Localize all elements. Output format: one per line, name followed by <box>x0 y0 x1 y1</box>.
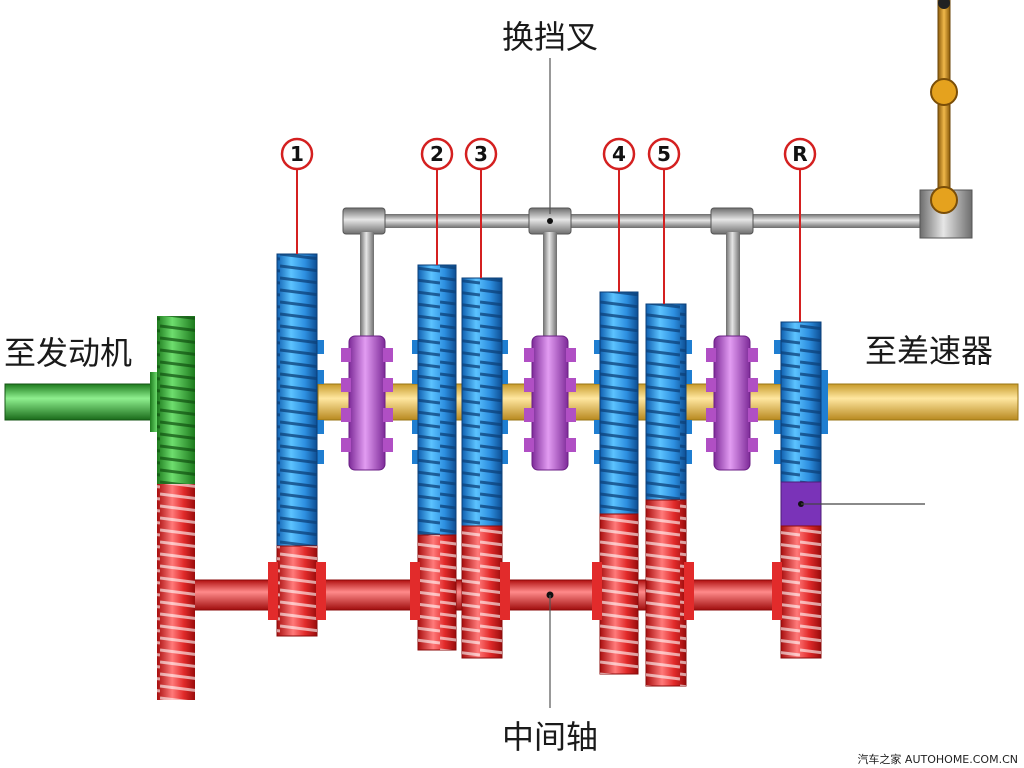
gear-marker-r-label: R <box>792 142 807 166</box>
to-differential-label: 至差速器 <box>865 332 993 370</box>
gear-3-countershaft-teeth <box>462 526 502 658</box>
gear-4-driven-teeth <box>600 292 638 514</box>
gear-3-driven-teeth <box>462 278 502 526</box>
gear-1-driven-teeth <box>277 254 317 546</box>
gear-2-pair <box>410 264 457 651</box>
gear-r-countershaft-teeth <box>781 526 821 658</box>
gear-marker-4-label: 4 <box>612 142 626 166</box>
gear-marker-5 <box>647 137 681 171</box>
fork-stem-middle <box>543 232 557 342</box>
rod-collar-left <box>342 207 386 235</box>
gear-marker-1-label: 1 <box>290 142 304 166</box>
gear-marker-2-label: 2 <box>430 142 444 166</box>
to-engine-label: 至发动机 <box>4 334 132 372</box>
gear-r-driven-teeth <box>781 322 821 482</box>
gear-2-countershaft-teeth <box>418 535 456 650</box>
fork-stem-left <box>360 232 374 342</box>
gear-1-pair <box>268 253 326 637</box>
gear-markers: 1 2 3 4 5 R <box>280 137 817 322</box>
rod-pivot-dot <box>547 218 553 224</box>
gear-5-countershaft-teeth <box>646 500 686 686</box>
lever-base-joint <box>930 186 958 214</box>
countershaft-label: 中间轴 <box>502 718 598 756</box>
input-drive-gear-teeth <box>157 316 195 484</box>
gear-r-set <box>772 321 925 659</box>
gear-5-driven-teeth <box>646 304 686 500</box>
rod-collar-right <box>710 207 754 235</box>
synchronizer-3-4 <box>524 335 576 471</box>
gear-marker-3 <box>464 137 498 171</box>
synchronizer-5-r <box>706 335 758 471</box>
gear-2-driven-teeth <box>418 265 456 535</box>
gear-marker-3-label: 3 <box>474 142 488 166</box>
watermark: 汽车之家 AUTOHOME.COM.CN <box>857 752 1018 766</box>
output-bearing <box>818 370 828 434</box>
input-gear-set <box>150 316 195 700</box>
shift-rod <box>345 214 930 228</box>
lever-top-knob <box>938 0 950 9</box>
synchronizer-1-2 <box>341 335 393 471</box>
gear-marker-r <box>783 137 817 171</box>
gear-5-pair <box>645 303 694 687</box>
synchronizers <box>341 335 758 471</box>
gear-marker-5-label: 5 <box>657 142 671 166</box>
lever-joint <box>930 78 958 106</box>
gear-marker-1 <box>280 137 314 171</box>
gear-4-pair <box>592 291 639 675</box>
lever-base-block <box>919 189 973 239</box>
shift-rod-assembly <box>342 0 973 342</box>
gear-marker-4 <box>602 137 636 171</box>
gear-1-countershaft-teeth <box>277 546 317 636</box>
gear-marker-2 <box>420 137 454 171</box>
gear-3-pair <box>461 277 510 659</box>
fork-stem-right <box>726 232 740 342</box>
shift-fork-label: 换挡叉 <box>502 18 598 56</box>
gear-4-countershaft-teeth <box>600 514 638 674</box>
countershaft-drive-gear-teeth <box>157 484 195 700</box>
input-shaft <box>4 383 166 421</box>
